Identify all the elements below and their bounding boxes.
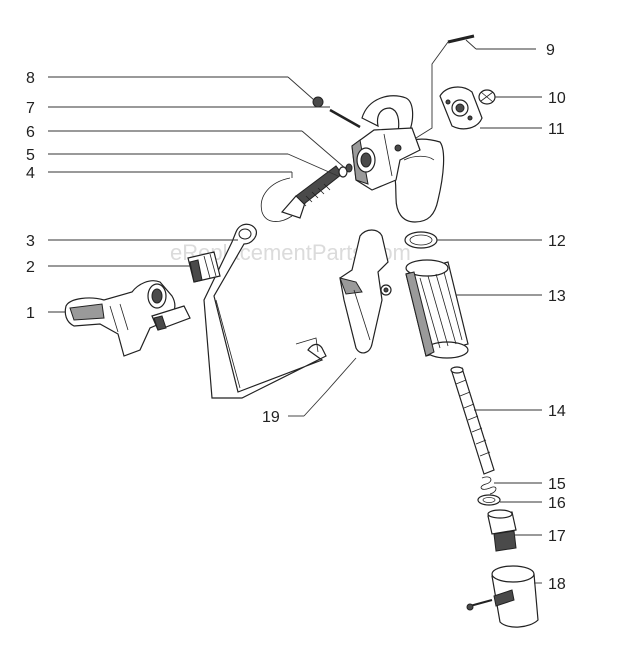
leader-lines [48, 39, 542, 584]
callout-19: 19 [262, 409, 280, 426]
part-9-pin[interactable] [447, 34, 475, 44]
part-1-tipguard[interactable] [64, 280, 191, 357]
part-3-guard[interactable] [203, 223, 327, 399]
part-15-spring[interactable] [480, 476, 497, 495]
part-8-nut[interactable] [312, 96, 324, 108]
part-18-collar[interactable] [466, 565, 539, 628]
callout-11: 11 [548, 121, 565, 138]
callout-1: 1 [26, 305, 35, 322]
callout-10: 10 [548, 90, 566, 107]
part-14-filter[interactable] [450, 366, 495, 475]
callout-9: 9 [546, 42, 555, 59]
callout-4: 4 [26, 165, 35, 182]
part-7-rod[interactable] [329, 108, 361, 129]
part-4-5-6-valve[interactable] [260, 163, 353, 222]
part-11-plate[interactable] [439, 86, 483, 130]
callout-labels: 8 7 6 5 4 3 2 1 9 10 11 12 13 14 15 16 1… [26, 42, 566, 593]
part-2-tipbase[interactable] [187, 251, 221, 283]
gun-body[interactable] [351, 95, 445, 223]
part-12-seal[interactable] [404, 231, 438, 249]
callout-7: 7 [26, 100, 35, 117]
callout-2: 2 [26, 259, 35, 276]
callout-12: 12 [548, 233, 566, 250]
part-19-trigger[interactable] [339, 229, 392, 354]
callout-13: 13 [548, 288, 566, 305]
part-16-oring[interactable] [477, 494, 501, 506]
callout-15: 15 [548, 476, 566, 493]
callout-18: 18 [548, 576, 566, 593]
callout-8: 8 [26, 70, 35, 87]
callout-17: 17 [548, 528, 566, 545]
callout-16: 16 [548, 495, 566, 512]
part-10-nut[interactable] [478, 89, 496, 105]
callout-6: 6 [26, 124, 35, 141]
callout-5: 5 [26, 147, 35, 164]
callout-3: 3 [26, 233, 35, 250]
part-17-fitting[interactable] [487, 509, 517, 552]
part-13-housing[interactable] [405, 259, 469, 359]
callout-14: 14 [548, 403, 566, 420]
